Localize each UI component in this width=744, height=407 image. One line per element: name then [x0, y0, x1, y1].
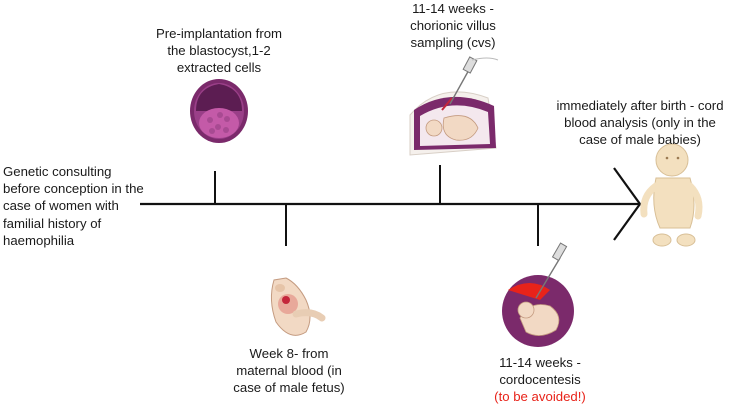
- text-line: 11-14 weeks -: [412, 1, 494, 16]
- text-line: Pre-implantation from: [155, 26, 283, 41]
- embryo-icon: [270, 277, 326, 336]
- genetic-consulting-text: Genetic consulting before conception in …: [3, 163, 173, 249]
- after-birth-text: immediately after birth - cord blood ana…: [536, 97, 744, 149]
- text-line: chorionic villus: [410, 18, 496, 34]
- text-line: immediately after birth - cord: [556, 98, 724, 113]
- baby-icon: [640, 143, 703, 247]
- timeline-arrowhead: [613, 167, 642, 241]
- pre-implantation-text: Pre-implantation from the blastocyst,1-2…: [130, 25, 308, 77]
- text-line: familial history of: [3, 215, 102, 231]
- week8-text: Week 8- from maternal blood (in case of …: [214, 345, 364, 397]
- text-line: haemophilia: [3, 232, 75, 248]
- text-line: sampling (cvs): [410, 35, 496, 51]
- text-line: the blastocyst,1-2: [167, 43, 271, 59]
- text-line: before conception in the: [3, 181, 144, 197]
- text-line: extracted cells: [176, 60, 262, 76]
- text-line: case of male babies): [579, 132, 701, 148]
- text-line: Genetic consulting: [3, 164, 112, 179]
- cordocentesis-text: 11-14 weeks - cordocentesis (to be avoid…: [470, 354, 610, 406]
- text-line: 11-14 weeks -: [499, 355, 581, 370]
- text-line: blood analysis (only in the: [564, 115, 716, 131]
- cvs-text: 11-14 weeks - chorionic villus sampling …: [378, 0, 528, 52]
- text-line: Week 8- from: [249, 346, 329, 361]
- text-line: maternal blood (in: [236, 363, 342, 379]
- blastocyst-icon: [190, 79, 248, 143]
- text-line: case of male fetus): [233, 380, 345, 396]
- text-line: cordocentesis: [499, 372, 581, 388]
- cvs-procedure-icon: [409, 56, 499, 156]
- text-line: case of women with: [3, 198, 119, 214]
- warning-text: (to be avoided!): [494, 389, 586, 405]
- cordocentesis-icon: [502, 242, 574, 347]
